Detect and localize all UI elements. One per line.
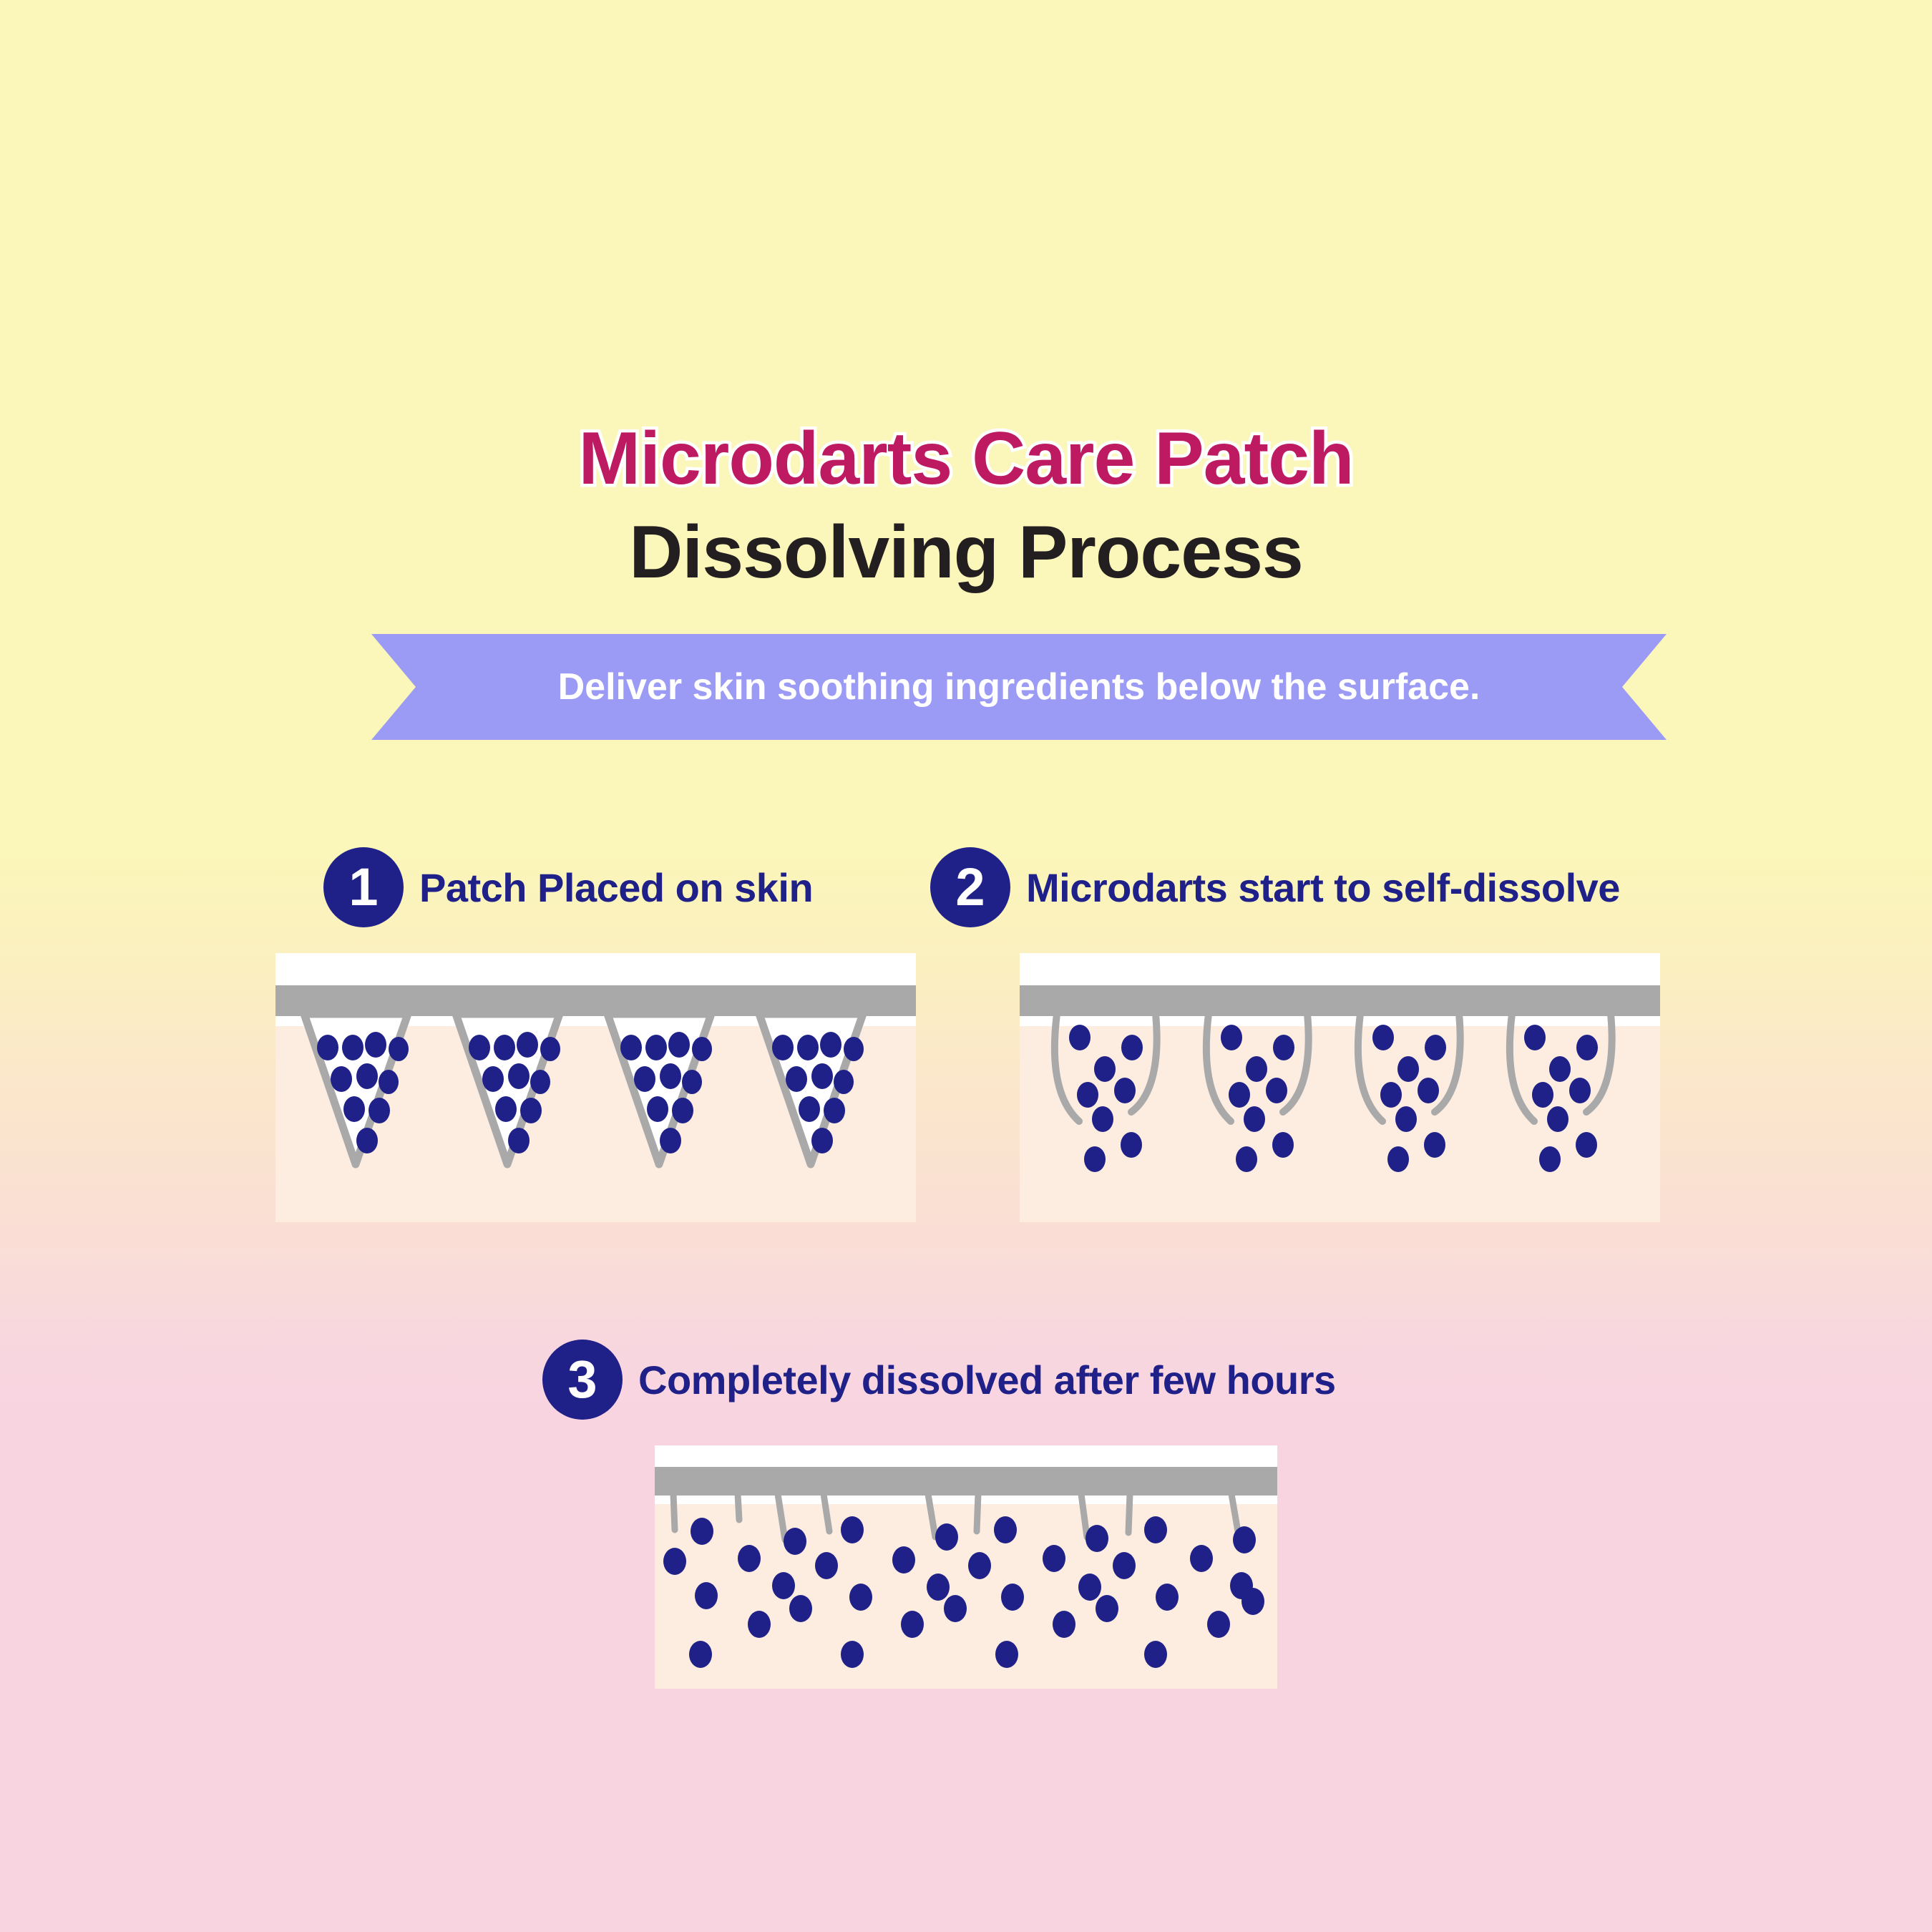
ingredient-dots-3 <box>620 1032 712 1153</box>
step-badge-3: 3 <box>542 1340 623 1420</box>
ribbon-shape-icon <box>371 634 1667 740</box>
dissolving-dart-4 <box>1506 1010 1616 1125</box>
ingredient-dots-1 <box>317 1032 409 1153</box>
step-label-2: Microdarts start to self-dissolve <box>1026 864 1620 910</box>
microdart-2 <box>452 1010 564 1169</box>
step-header-2: 2 Microdarts start to self-dissolve <box>930 847 1620 927</box>
ingredient-dots-4 <box>1524 1025 1598 1172</box>
skin-gap-band <box>275 1016 916 1026</box>
microdart-1 <box>300 1010 412 1169</box>
banner-text: Deliver skin soothing ingredients below … <box>557 666 1480 708</box>
step-label-3: Completely dissolved after few hours <box>638 1357 1336 1402</box>
dart-stubs <box>670 1491 1242 1543</box>
panel-step-3 <box>655 1445 1277 1689</box>
step-header-3: 3 Completely dissolved after few hours <box>542 1340 1336 1420</box>
skin-gap-band <box>1020 1016 1660 1026</box>
dissolving-dart-2 <box>1202 1010 1312 1125</box>
diagram-dissolving-microdarts <box>1020 953 1660 1222</box>
title-line-2: Dissolving Process <box>629 510 1304 594</box>
adhesive-band <box>655 1467 1277 1496</box>
step-badge-1: 1 <box>323 847 404 927</box>
panel-step-1 <box>275 953 916 1222</box>
diagram-intact-microdarts <box>275 953 916 1222</box>
step-label-1: Patch Placed on skin <box>419 864 814 910</box>
diagram-fully-dissolved <box>655 1445 1277 1689</box>
adhesive-band <box>1020 985 1660 1016</box>
step-header-1: 1 Patch Placed on skin <box>323 847 814 927</box>
ingredient-dots-1 <box>1069 1025 1143 1172</box>
subtitle-ribbon-banner: Deliver skin soothing ingredients below … <box>371 634 1667 740</box>
ingredient-dots-2 <box>469 1032 560 1153</box>
panel-step-2 <box>1020 953 1660 1222</box>
skin-body <box>655 1504 1277 1689</box>
dispersed-ingredient-dots <box>663 1516 1264 1668</box>
microdart-4 <box>755 1010 867 1169</box>
ingredient-dots-4 <box>772 1032 864 1153</box>
ingredient-dots-3 <box>1372 1025 1446 1172</box>
title-line-1: Microdarts Care Patch <box>575 414 1357 504</box>
dissolving-dart-1 <box>1050 1010 1161 1125</box>
step-badge-2: 2 <box>930 847 1010 927</box>
page-title: Microdarts Care Patch Dissolving Process <box>0 414 1932 596</box>
skin-gap-band <box>655 1496 1277 1504</box>
ingredient-dots-2 <box>1221 1025 1294 1172</box>
dissolving-dart-3 <box>1354 1010 1464 1125</box>
microdart-3 <box>603 1010 716 1169</box>
